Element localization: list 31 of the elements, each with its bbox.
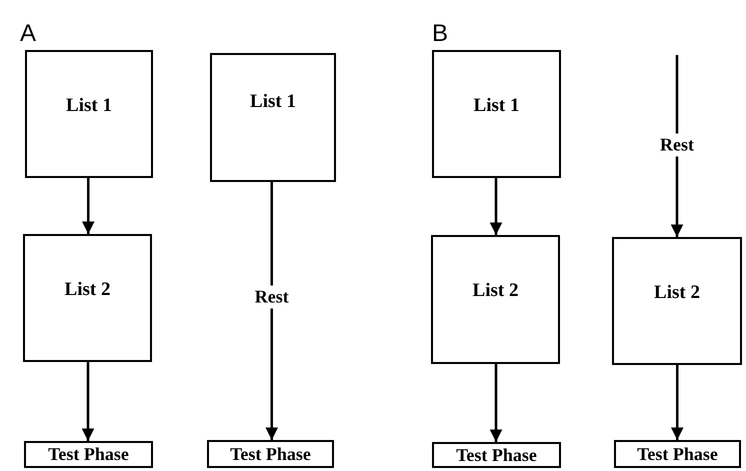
phase-box — [207, 440, 334, 468]
box-label: List 1 — [250, 91, 296, 113]
box-label: List 1 — [66, 95, 112, 117]
box-label: List 2 — [472, 280, 518, 302]
edge-label: Rest — [660, 134, 694, 156]
arrow — [82, 362, 94, 441]
arrow — [671, 365, 684, 440]
list-box — [25, 50, 153, 178]
list-box — [23, 234, 152, 362]
arrow — [266, 182, 278, 440]
box-label: Test Phase — [456, 444, 537, 466]
panel-letter: B — [432, 20, 448, 48]
list-box — [432, 50, 561, 178]
box-label: List 1 — [474, 95, 520, 117]
list-box — [612, 237, 742, 365]
box-label: List 2 — [654, 282, 700, 304]
phase-box — [432, 442, 561, 468]
panel-letter: A — [20, 20, 36, 48]
phase-box — [24, 441, 153, 468]
box-label: Test Phase — [230, 444, 311, 464]
box-label: Test Phase — [48, 444, 129, 465]
arrow — [670, 55, 684, 237]
phase-box — [614, 440, 741, 468]
edge-label: Rest — [254, 286, 289, 308]
arrow — [490, 178, 502, 235]
list-box — [431, 235, 560, 364]
arrow — [490, 364, 502, 442]
arrow — [82, 178, 94, 234]
box-label: Test Phase — [637, 444, 718, 464]
box-label: List 2 — [64, 279, 110, 301]
list-box — [210, 53, 336, 182]
